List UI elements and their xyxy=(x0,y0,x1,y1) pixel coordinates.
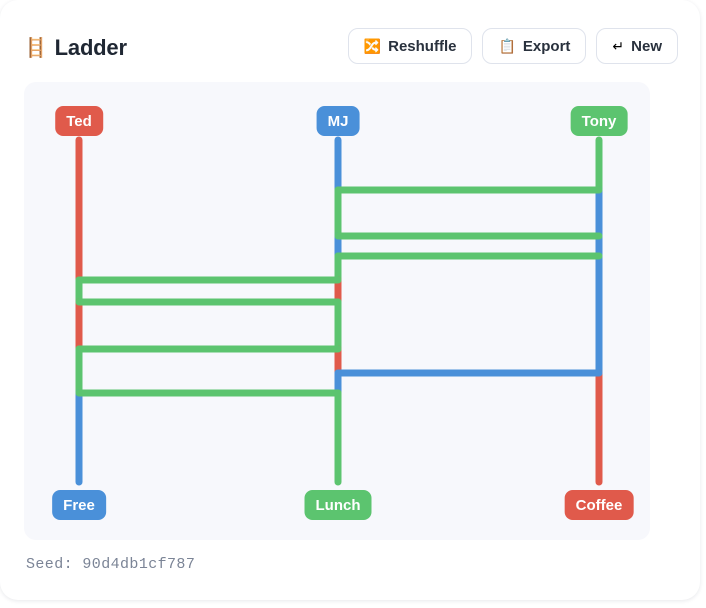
ladder-icon: 🪜 xyxy=(24,37,48,59)
ladder-top-label-2[interactable]: Tony xyxy=(570,106,628,136)
ladder-app-card: 🪜 Ladder 🔀 Reshuffle 📋 Export ↵ New Ted M… xyxy=(24,28,678,573)
new-button[interactable]: ↵ New xyxy=(596,28,678,64)
new-button-label: New xyxy=(631,37,662,55)
ladder-bottom-label-label: Coffee xyxy=(575,496,623,514)
header: 🪜 Ladder 🔀 Reshuffle 📋 Export ↵ New xyxy=(24,28,678,68)
ladder-top-label-label: Tony xyxy=(581,112,617,130)
ladder-top-label-label: MJ xyxy=(327,112,349,130)
ladder-bottom-label-0[interactable]: Free xyxy=(52,490,106,520)
return-arrow-icon: ↵ xyxy=(612,38,625,54)
reshuffle-button-label: Reshuffle xyxy=(388,37,457,55)
seed-text: Seed: 90d4db1cf787 xyxy=(26,556,196,573)
ladder-top-label-1[interactable]: MJ xyxy=(316,106,360,136)
ladder-bottom-label-label: Lunch xyxy=(315,496,361,514)
export-button-label: Export xyxy=(522,37,571,55)
ladder-diagram[interactable] xyxy=(24,82,650,540)
reshuffle-button[interactable]: 🔀 Reshuffle xyxy=(347,28,473,64)
ladder-top-label-label: Ted xyxy=(66,112,92,130)
clipboard-icon: 📋 xyxy=(498,38,516,54)
page-title-label: Ladder xyxy=(54,35,127,60)
shuffle-icon: 🔀 xyxy=(363,38,382,54)
export-button[interactable]: 📋 Export xyxy=(482,28,587,64)
page-title: 🪜 Ladder xyxy=(24,28,127,68)
ladder-bottom-label-1[interactable]: Lunch xyxy=(304,490,372,520)
ladder-bottom-label-label: Free xyxy=(63,496,95,514)
header-actions: 🔀 Reshuffle 📋 Export ↵ New xyxy=(347,28,678,64)
ladder-bottom-label-2[interactable]: Coffee xyxy=(564,490,634,520)
ladder-top-label-0[interactable]: Ted xyxy=(55,106,103,136)
